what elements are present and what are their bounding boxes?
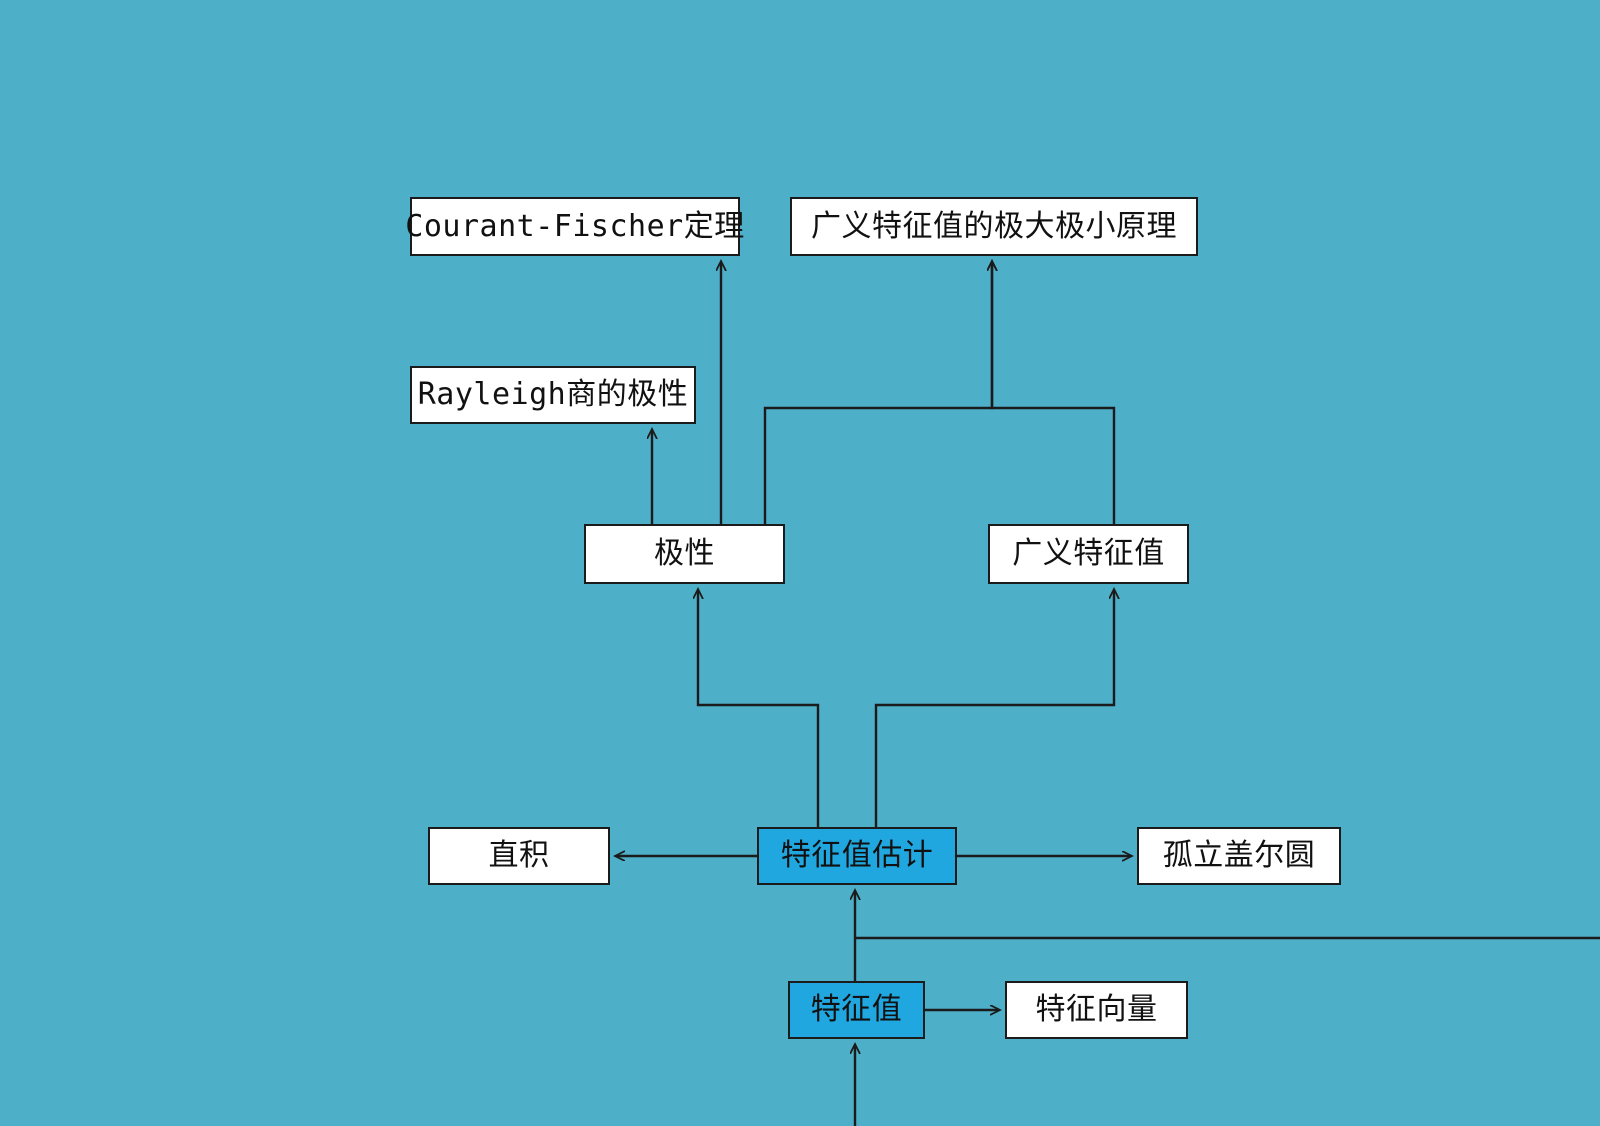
node-eigenvalue[interactable]: 特征值 (788, 981, 925, 1039)
node-isolated-gershgorin-disc[interactable]: 孤立盖尔圆 (1137, 827, 1341, 885)
node-courant-fischer-theorem[interactable]: Courant-Fischer定理 (405, 197, 744, 256)
node-label-eigenvalue-estimation: 特征值估计 (780, 838, 934, 873)
edge-generalized-eigenvalue-to-minimax-principle (992, 262, 1116, 524)
node-label-polarity: 极性 (654, 536, 715, 571)
node-direct-product[interactable]: 直积 (428, 827, 610, 885)
node-generalized-eigenvalue[interactable]: 广义特征值 (988, 524, 1189, 584)
node-polarity[interactable]: 极性 (584, 524, 785, 584)
edge-polarity-to-minimax-principle (763, 262, 992, 524)
node-label-generalized-eigenvalue-minimax-principle: 广义特征值的极大极小原理 (811, 208, 1177, 244)
node-label-generalized-eigenvalue: 广义特征值 (1012, 536, 1165, 571)
edge-eigenvalue-estimation-to-polarity (698, 590, 820, 827)
node-rayleigh-quotient-polarity[interactable]: Rayleigh商的极性 (410, 366, 696, 424)
edge-eigenvalue-estimation-to-generalized-eigenvalue (874, 590, 1114, 827)
node-eigenvector[interactable]: 特征向量 (1005, 981, 1188, 1039)
node-label-eigenvector: 特征向量 (1035, 992, 1158, 1027)
node-generalized-eigenvalue-minimax-principle[interactable]: 广义特征值的极大极小原理 (790, 197, 1198, 256)
node-eigenvalue-estimation[interactable]: 特征值估计 (757, 827, 957, 885)
node-label-courant-fischer-theorem: Courant-Fischer定理 (405, 208, 745, 244)
edge-group (616, 262, 1600, 1126)
node-label-direct-product: 直积 (488, 838, 550, 873)
node-label-isolated-gershgorin-disc: 孤立盖尔圆 (1162, 838, 1316, 873)
node-label-eigenvalue: 特征值 (810, 992, 903, 1027)
node-label-rayleigh-quotient-polarity: Rayleigh商的极性 (417, 377, 689, 412)
